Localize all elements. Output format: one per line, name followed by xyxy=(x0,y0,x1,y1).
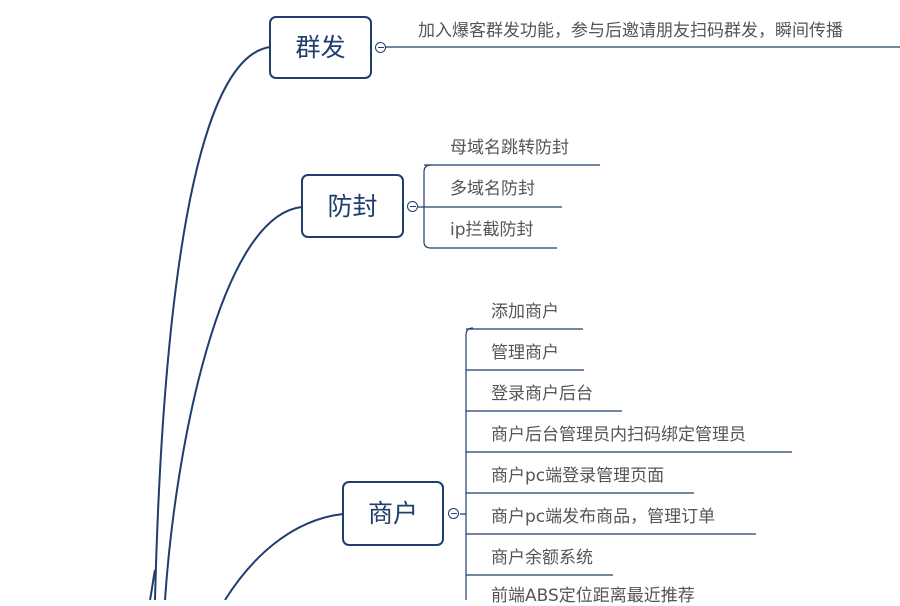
collapse-toggle-shanghu-icon[interactable] xyxy=(448,508,459,519)
leaf-fangfeng-2[interactable]: ip拦截防封 xyxy=(450,220,534,240)
leaf-shanghu-6[interactable]: 商户余额系统 xyxy=(491,548,593,568)
leaf-shanghu-5[interactable]: 商户pc端发布商品，管理订单 xyxy=(491,507,716,527)
leaf-shanghu-4[interactable]: 商户pc端登录管理页面 xyxy=(491,466,665,486)
leaf-qunfa-0[interactable]: 加入爆客群发功能，参与后邀请朋友扫码群发，瞬间传播 xyxy=(418,21,843,41)
node-qunfa-label: 群发 xyxy=(295,33,346,62)
bracket-shanghu xyxy=(460,327,474,600)
connector-fangfeng xyxy=(164,206,303,600)
leaf-shanghu-3[interactable]: 商户后台管理员内扫码绑定管理员 xyxy=(491,425,746,445)
connector-shanghu xyxy=(224,513,344,600)
leaf-shanghu-7[interactable]: 前端ABS定位距离最近推荐 xyxy=(491,586,695,606)
collapse-toggle-fangfeng-icon[interactable] xyxy=(407,201,418,212)
connector-qunfa xyxy=(154,46,271,600)
leaf-fangfeng-0[interactable]: 母域名跳转防封 xyxy=(450,138,569,158)
connector-trunk xyxy=(149,569,156,600)
node-shanghu[interactable]: 商户 xyxy=(342,481,444,546)
node-qunfa[interactable]: 群发 xyxy=(269,16,372,79)
node-shanghu-label: 商户 xyxy=(367,499,418,528)
leaf-shanghu-0[interactable]: 添加商户 xyxy=(491,302,559,322)
collapse-toggle-qunfa-icon[interactable] xyxy=(375,42,386,53)
node-fangfeng-label: 防封 xyxy=(327,191,378,221)
leaf-shanghu-1[interactable]: 管理商户 xyxy=(491,343,559,363)
node-fangfeng[interactable]: 防封 xyxy=(301,174,404,238)
leaf-fangfeng-1[interactable]: 多域名防封 xyxy=(450,179,535,199)
leaf-shanghu-2[interactable]: 登录商户后台 xyxy=(491,384,593,404)
